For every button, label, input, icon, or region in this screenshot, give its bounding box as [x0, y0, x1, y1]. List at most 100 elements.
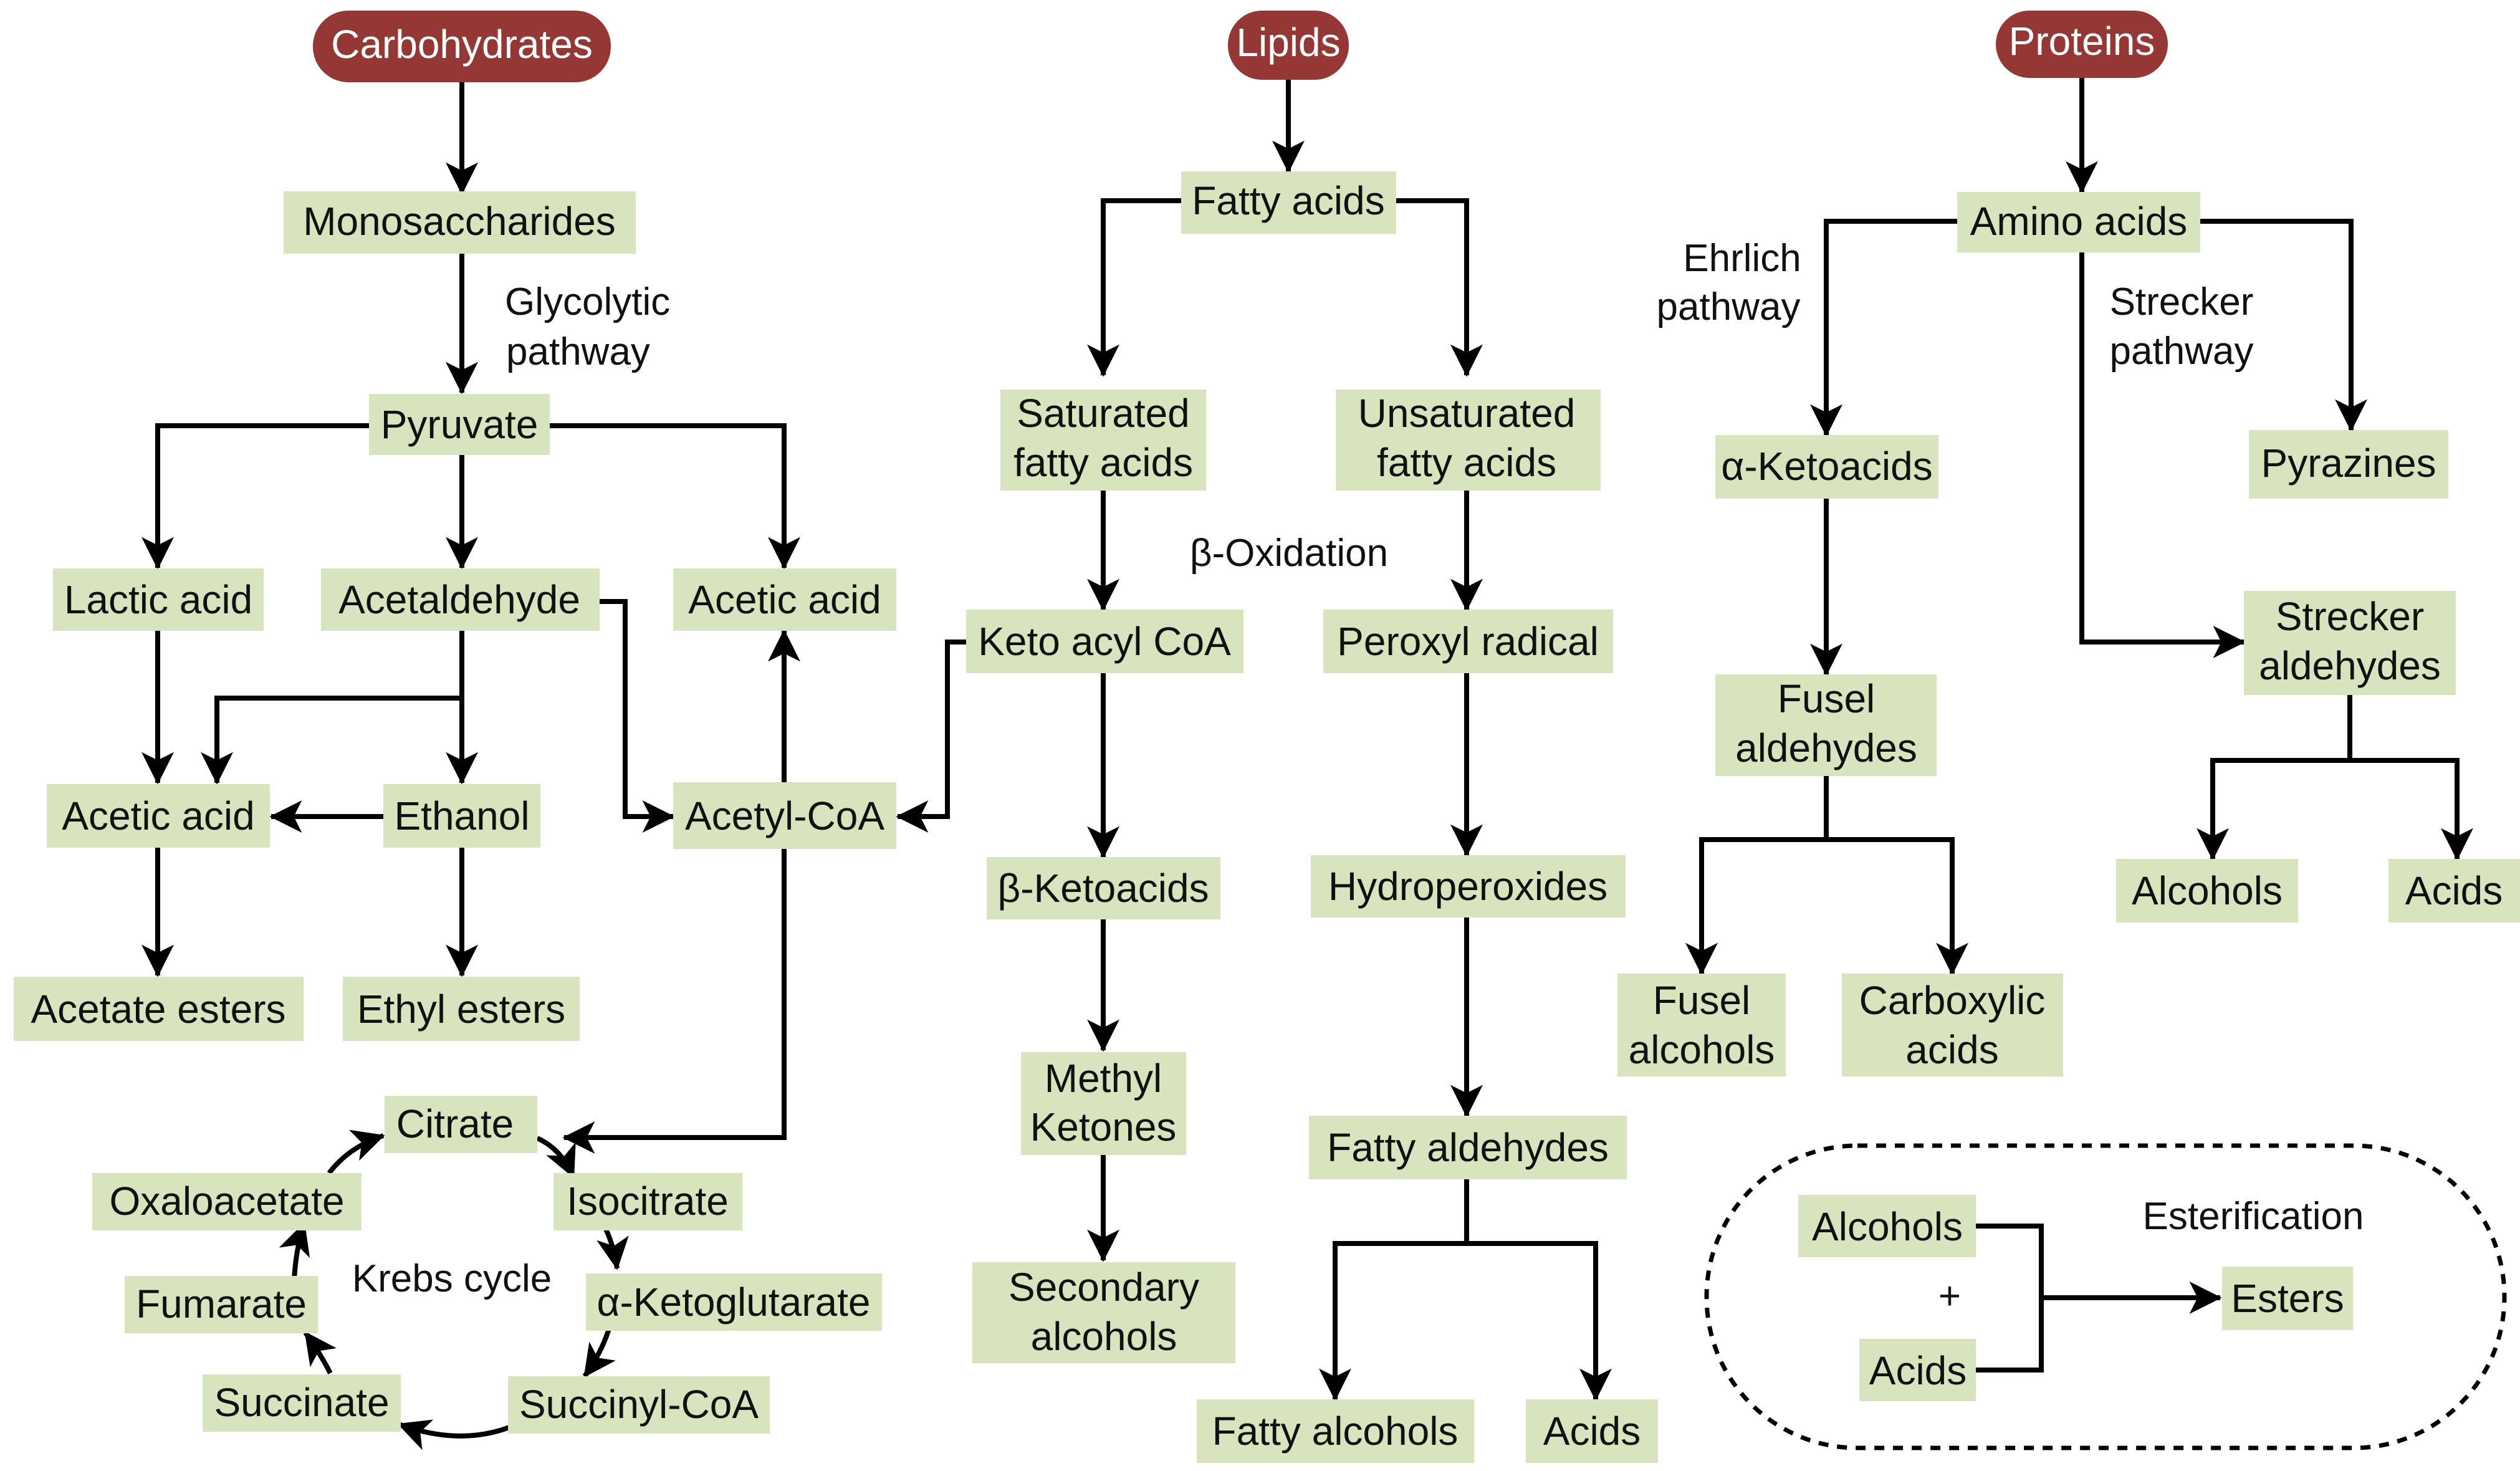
edge-amino-acids-strecker-aldehydes: [2079, 252, 2246, 658]
strecker-pathway-label-line1: Strecker: [2110, 280, 2254, 323]
root-carbohydrates-label: Carbohydrates: [331, 22, 593, 67]
node-beta-ketoacids-label: β-Ketoacids: [997, 866, 1209, 911]
node-unsaturated-fatty-acids-line2: fatty acids: [1377, 440, 1556, 485]
edges: [141, 78, 2473, 1450]
node-fusel-alcohols: Fusel alcohols: [1617, 974, 1786, 1076]
node-ester-acids: Acids: [1859, 1339, 1976, 1401]
node-methyl-ketones-line1: Methyl: [1045, 1056, 1162, 1101]
node-fusel-alcohols-line2: alcohols: [1629, 1027, 1775, 1072]
node-monosaccharides-label: Monosaccharides: [303, 199, 616, 244]
node-fumarate: Fumarate: [125, 1276, 318, 1333]
edge-isocitrate-ketoglutarate: [596, 1228, 629, 1270]
node-protein-acids: Acids: [2388, 859, 2520, 922]
node-saturated-fatty-acids: Saturated fatty acids: [1000, 390, 1206, 491]
node-alpha-ketoacids-label: α-Ketoacids: [1721, 444, 1932, 489]
edge-strecker-aldehydes-acids: [2350, 758, 2473, 861]
ehrlich-pathway-label-line2: pathway: [1657, 285, 1801, 328]
node-unsaturated-fatty-acids: Unsaturated fatty acids: [1336, 390, 1601, 491]
node-protein-acids-label: Acids: [2405, 868, 2503, 913]
root-proteins: Proteins: [1996, 11, 2168, 78]
edge-fatty-aldehydes-acids: [1467, 1241, 1612, 1401]
node-succinate-label: Succinate: [214, 1380, 389, 1425]
esterification-plus: +: [1938, 1275, 1961, 1318]
node-methyl-ketones: Methyl Ketones: [1021, 1052, 1186, 1155]
node-strecker-aldehydes-line1: Strecker: [2276, 594, 2424, 639]
node-citrate-label: Citrate: [396, 1101, 514, 1146]
node-fatty-alcohols-label: Fatty alcohols: [1212, 1409, 1459, 1454]
node-fusel-aldehydes-line2: aldehydes: [1735, 726, 1917, 770]
node-peroxyl-radical: Peroxyl radical: [1323, 610, 1613, 673]
edge-fumarate-oxaloacetate: [279, 1222, 310, 1280]
edge-esterification-join: [1976, 1224, 2044, 1373]
node-esters-label: Esters: [2231, 1276, 2344, 1321]
node-strecker-aldehydes-line2: aldehydes: [2259, 643, 2441, 688]
node-keto-acyl-coa: Keto acyl CoA: [966, 610, 1243, 673]
node-fatty-acids: Fatty acids: [1181, 171, 1396, 234]
node-ethanol-label: Ethanol: [394, 793, 529, 838]
node-strecker-aldehydes: Strecker aldehydes: [2244, 591, 2456, 695]
node-fatty-aldehydes-label: Fatty aldehydes: [1327, 1125, 1609, 1170]
node-succinyl-coa: Succinyl-CoA: [508, 1376, 770, 1434]
node-acetate-esters-label: Acetate esters: [31, 987, 285, 1032]
node-pyrazines-label: Pyrazines: [2261, 441, 2436, 486]
node-methyl-ketones-line2: Ketones: [1030, 1104, 1177, 1149]
edge-strecker-aldehydes-alcohols: [2197, 695, 2352, 861]
node-acetic-acid-top-label: Acetic acid: [688, 577, 881, 622]
node-ketoglutarate: α-Ketoglutarate: [586, 1273, 882, 1331]
node-saturated-fatty-acids-line2: fatty acids: [1013, 440, 1193, 485]
edge-acetaldehyde-acetyl-coa: [600, 599, 675, 833]
node-saturated-fatty-acids-line1: Saturated: [1017, 391, 1190, 436]
node-ethyl-esters: Ethyl esters: [343, 977, 580, 1041]
node-fusel-alcohols-line1: Fusel: [1653, 978, 1751, 1023]
root-carbohydrates: Carbohydrates: [313, 11, 611, 82]
node-ethyl-esters-label: Ethyl esters: [357, 987, 565, 1032]
node-carboxylic-acids-line2: acids: [1905, 1027, 1998, 1072]
node-fatty-acids-label: Fatty acids: [1192, 178, 1384, 223]
node-ethanol: Ethanol: [383, 784, 540, 848]
node-esters: Esters: [2222, 1267, 2353, 1330]
node-ester-alcohols: Alcohols: [1798, 1195, 1976, 1257]
esterification-container: [1704, 1143, 2507, 1450]
edge-oxaloacetate-citrate: [327, 1129, 385, 1175]
edge-amino-acids-pyrazines: [2200, 219, 2367, 432]
node-fatty-aldehydes: Fatty aldehydes: [1309, 1116, 1627, 1179]
node-fatty-alcohols: Fatty alcohols: [1197, 1399, 1474, 1463]
edge-acetaldehyde-acetic-acid: [201, 696, 462, 785]
edge-pyruvate-acetic-acid-top: [549, 423, 800, 570]
node-isocitrate: Isocitrate: [553, 1173, 742, 1230]
node-monosaccharides: Monosaccharides: [284, 191, 636, 254]
root-lipids-label: Lipids: [1236, 20, 1340, 65]
node-hydroperoxides: Hydroperoxides: [1311, 855, 1626, 918]
node-keto-acyl-coa-label: Keto acyl CoA: [978, 619, 1231, 664]
node-protein-alcohols-label: Alcohols: [2132, 868, 2283, 913]
edge-citrate-isocitrate: [536, 1136, 576, 1179]
root-lipids: Lipids: [1228, 11, 1349, 80]
edge-succinate-fumarate: [303, 1331, 337, 1374]
node-acetic-acid-top: Acetic acid: [673, 568, 896, 631]
edge-acetyl-coa-citrate: [562, 849, 787, 1154]
edge-succinyl-coa-succinate: [397, 1419, 525, 1450]
edge-fusel-aldehydes-fusel-alcohols: [1685, 776, 1829, 975]
glycolytic-pathway-label-line2: pathway: [506, 330, 650, 373]
node-ester-alcohols-label: Alcohols: [1812, 1204, 1963, 1249]
node-amino-acids-label: Amino acids: [1970, 199, 2188, 244]
edge-pyruvate-lactic-acid: [141, 423, 374, 570]
node-oxaloacetate-label: Oxaloacetate: [109, 1179, 344, 1224]
edge-fusel-aldehydes-carboxylic-acids: [1826, 837, 1968, 975]
edge-amino-acids-alpha-ketoacids: [1810, 219, 1957, 437]
node-alpha-ketoacids: α-Ketoacids: [1715, 435, 1938, 499]
edge-fatty-aldehydes-fatty-alcohols: [1319, 1179, 1469, 1401]
node-peroxyl-radical-label: Peroxyl radical: [1337, 619, 1599, 664]
node-acetic-acid-label: Acetic acid: [62, 793, 254, 838]
node-ester-acids-label: Acids: [1869, 1348, 1967, 1393]
node-secondary-alcohols-line2: alcohols: [1031, 1314, 1177, 1359]
node-acetaldehyde-label: Acetaldehyde: [338, 577, 580, 622]
node-unsaturated-fatty-acids-line1: Unsaturated: [1358, 391, 1576, 436]
node-lactic-acid-label: Lactic acid: [64, 577, 252, 622]
node-acetic-acid: Acetic acid: [47, 784, 270, 848]
node-fumarate-label: Fumarate: [136, 1282, 307, 1326]
node-lactic-acid: Lactic acid: [53, 568, 264, 631]
ehrlich-pathway-label-line1: Ehrlich: [1683, 237, 1801, 280]
node-fusel-aldehydes-line1: Fusel: [1778, 676, 1876, 721]
node-secondary-alcohols: Secondary alcohols: [972, 1262, 1235, 1363]
